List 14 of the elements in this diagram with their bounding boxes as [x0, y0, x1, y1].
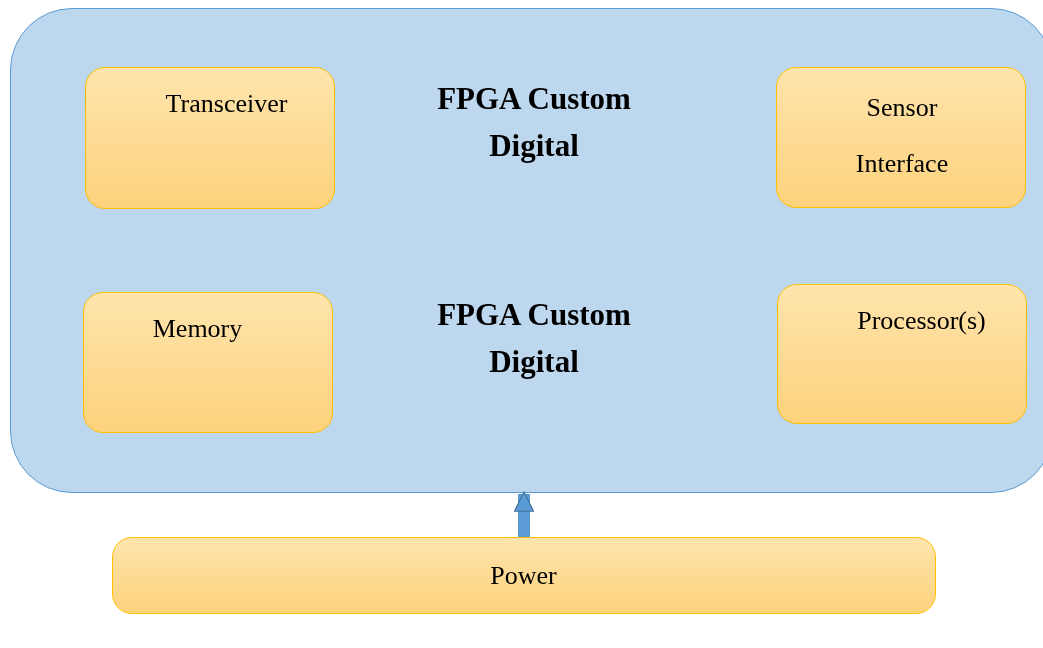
component-box: [777, 284, 1027, 424]
board-heading: FPGA Custom Digital: [436, 296, 632, 381]
component-label: Transceiver: [164, 88, 289, 120]
component-label: Power: [489, 560, 558, 592]
component-box: [85, 67, 335, 209]
arrow: [513, 491, 535, 537]
board-heading: FPGA Custom Digital: [436, 80, 632, 165]
component-box: [83, 292, 333, 433]
component-label: Memory: [151, 313, 244, 345]
component-label: Processor(s): [856, 305, 987, 337]
component-label: Sensor Interface: [854, 92, 950, 180]
fpga-board: [10, 8, 1043, 493]
power-bar: [112, 537, 936, 614]
component-box: [776, 67, 1026, 208]
